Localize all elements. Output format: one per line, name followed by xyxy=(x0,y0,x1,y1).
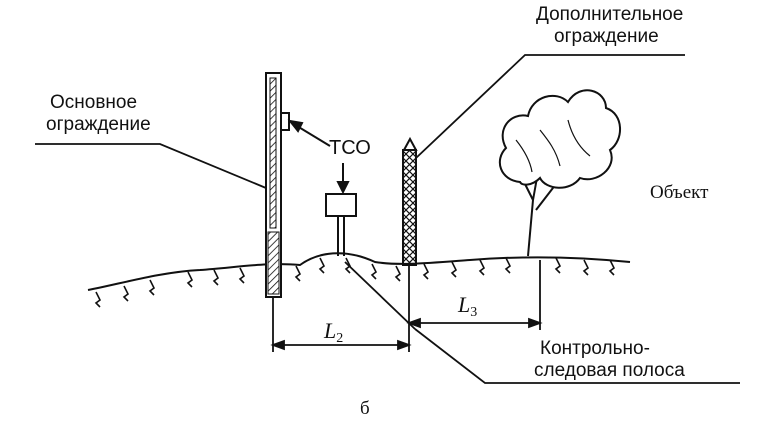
main-fence-label-line2: ограждение xyxy=(46,114,151,135)
object-label: Объект xyxy=(650,182,709,203)
main-fence-label: Основное ограждение xyxy=(46,92,151,136)
l3-subscript: 3 xyxy=(470,305,478,320)
leader-lines xyxy=(35,54,740,384)
figure-caption: б xyxy=(360,398,370,419)
l2-label: L2 xyxy=(324,320,343,350)
main-fence xyxy=(265,72,282,298)
ground-line xyxy=(87,252,631,291)
extra-fence-label-line1: Дополнительное xyxy=(536,4,684,25)
tso-device xyxy=(325,193,357,256)
l2-letter: L xyxy=(324,318,337,343)
dimension-l2 xyxy=(270,266,412,352)
l3-letter: L xyxy=(458,292,471,317)
l2-subscript: 2 xyxy=(336,331,344,346)
control-strip-label-line2: следовая полоса xyxy=(534,360,685,381)
tso-arrows xyxy=(287,119,350,195)
control-strip-label: Контрольно- следовая полоса xyxy=(534,338,685,382)
tree-icon xyxy=(498,89,621,257)
l3-label: L3 xyxy=(458,294,477,324)
extra-fence-label-line2: ограждение xyxy=(554,26,659,47)
sensor-on-fence xyxy=(280,112,290,131)
grass-tufts xyxy=(94,257,616,308)
additional-fence xyxy=(402,136,418,266)
extra-fence-label: Дополнительное ограждение xyxy=(536,4,683,48)
tso-label: ТСО xyxy=(329,137,371,159)
main-fence-label-line1: Основное xyxy=(50,92,138,113)
control-strip-label-line1: Контрольно- xyxy=(540,338,650,359)
dimension-l3 xyxy=(406,260,543,330)
